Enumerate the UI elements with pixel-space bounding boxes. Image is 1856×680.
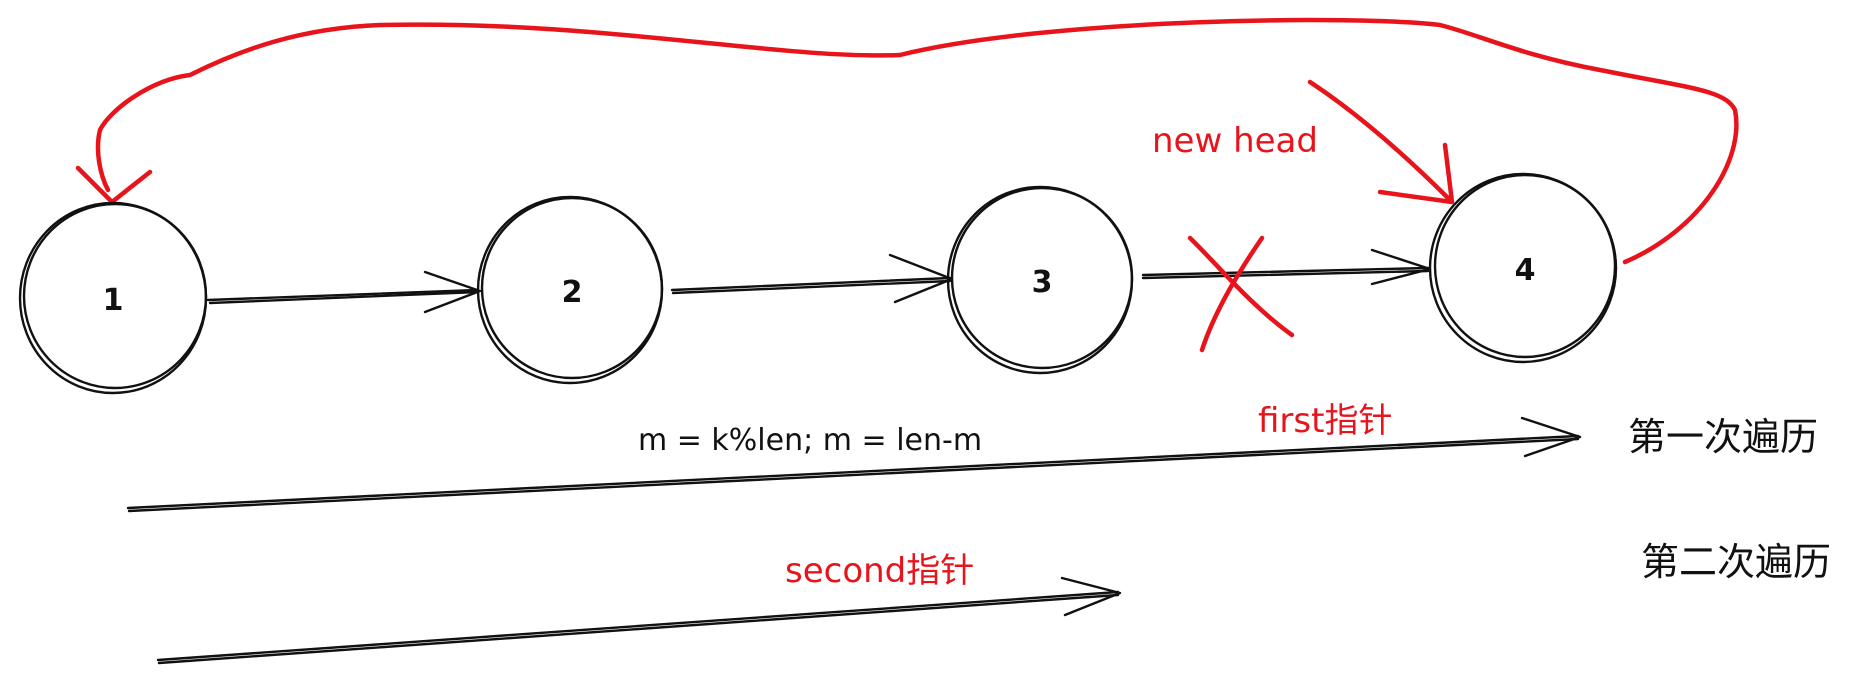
list-node-3: 3 xyxy=(946,185,1134,375)
loop-back-arrow xyxy=(95,17,1739,265)
first-traversal-label: 第一次遍历 xyxy=(1628,415,1818,459)
list-node-4: 4 xyxy=(1428,172,1618,364)
new-head-arrow xyxy=(1307,79,1453,203)
link-arrow-2-3 xyxy=(670,253,954,304)
break-link-mark xyxy=(1187,235,1295,353)
new-head-arrowhead xyxy=(1377,142,1455,205)
list-node-1: 1 xyxy=(18,201,208,395)
first-traversal-arrow xyxy=(126,416,1582,513)
second-traversal-label: 第二次遍历 xyxy=(1641,540,1831,584)
node-label: 1 xyxy=(103,283,124,318)
node-label: 4 xyxy=(1515,253,1536,288)
loop-arrowhead xyxy=(75,165,153,205)
node-label: 3 xyxy=(1032,265,1053,300)
first-pointer-label: first指针 xyxy=(1258,401,1392,441)
second-traversal-arrow xyxy=(156,576,1122,665)
link-arrow-3-4 xyxy=(1141,248,1432,286)
node-label: 2 xyxy=(562,275,583,310)
new-head-label: new head xyxy=(1152,121,1318,161)
formula-text: m = k%len; m = len-m xyxy=(638,423,982,458)
second-pointer-label: second指针 xyxy=(785,551,974,591)
list-node-2: 2 xyxy=(476,195,664,385)
link-arrow-1-2 xyxy=(206,270,482,314)
